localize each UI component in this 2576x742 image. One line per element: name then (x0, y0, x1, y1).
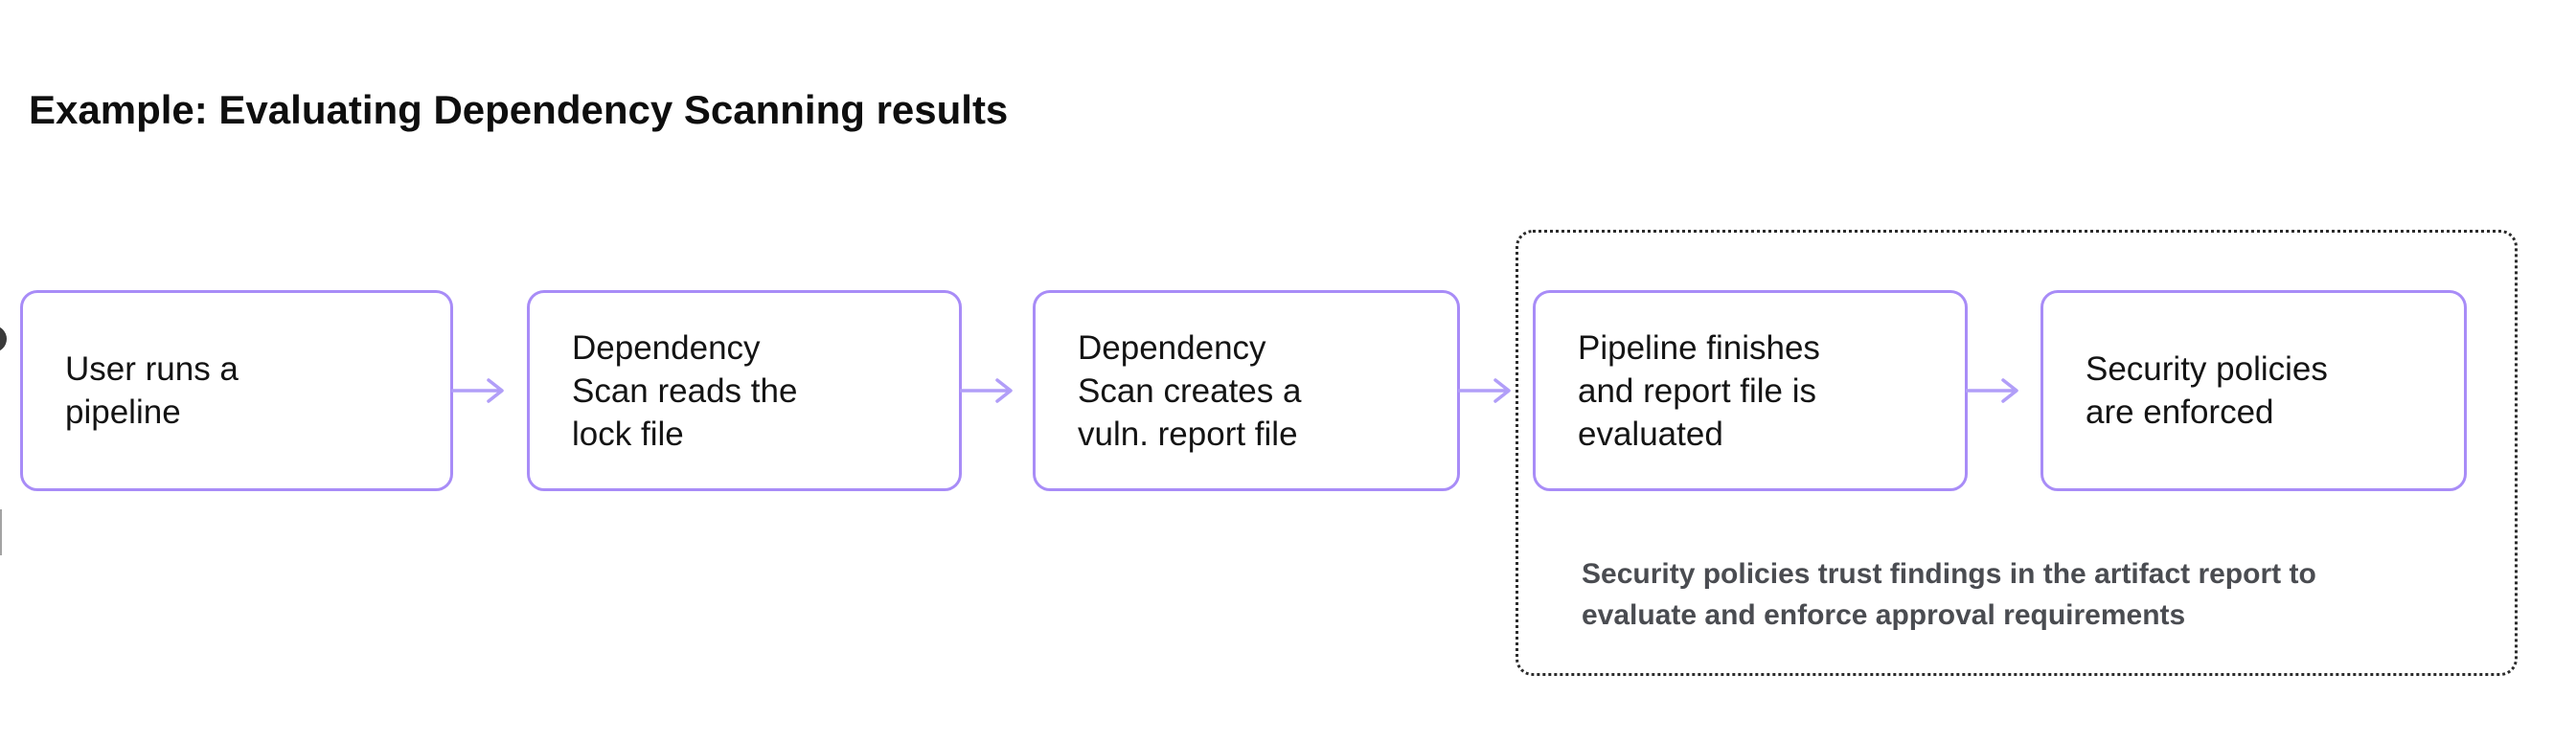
flow-arrow-icon (451, 378, 504, 403)
flow-arrow-icon (1458, 378, 1511, 403)
flow-step-label: User runs a (65, 350, 239, 388)
flow-step-policies-enforced: Security policies are enforced (2040, 290, 2467, 491)
flow-step-label: and report file is (1578, 371, 1817, 410)
flow-step-label: vuln. report file (1078, 415, 1298, 453)
flow-step-pipeline-finishes-evaluated: Pipeline finishes and report file is eva… (1533, 290, 1968, 491)
flow-step-label: Dependency (1078, 328, 1266, 367)
flow-step-label: Scan reads the (572, 371, 798, 410)
clipped-edge-line (0, 509, 2, 555)
clipped-edge-dot (0, 326, 7, 352)
flow-step-label: Dependency (572, 328, 761, 367)
policy-evaluation-group-outline (1516, 230, 2518, 676)
policy-evaluation-note-line: evaluate and enforce approval requiremen… (1582, 599, 2186, 631)
flow-step-label: pipeline (65, 393, 181, 431)
flow-step-label: Security policies (2086, 350, 2328, 388)
policy-evaluation-note-line: Security policies trust findings in the … (1582, 558, 2316, 590)
policy-evaluation-note: Security policies trust findings in the … (1582, 553, 2316, 636)
flow-step-label: Scan creates a (1078, 371, 1302, 410)
diagram-title: Example: Evaluating Dependency Scanning … (29, 87, 1009, 132)
flow-step-scan-reads-lock-file: Dependency Scan reads the lock file (527, 290, 962, 491)
flow-step-label: are enforced (2086, 393, 2274, 431)
flow-arrow-icon (1966, 378, 2018, 403)
flow-step-label: lock file (572, 415, 684, 453)
flow-arrow-icon (960, 378, 1013, 403)
flow-step-user-runs-pipeline: User runs a pipeline (20, 290, 453, 491)
flow-step-label: Pipeline finishes (1578, 328, 1820, 367)
flow-step-label: evaluated (1578, 415, 1723, 453)
flow-step-scan-creates-report: Dependency Scan creates a vuln. report f… (1033, 290, 1460, 491)
